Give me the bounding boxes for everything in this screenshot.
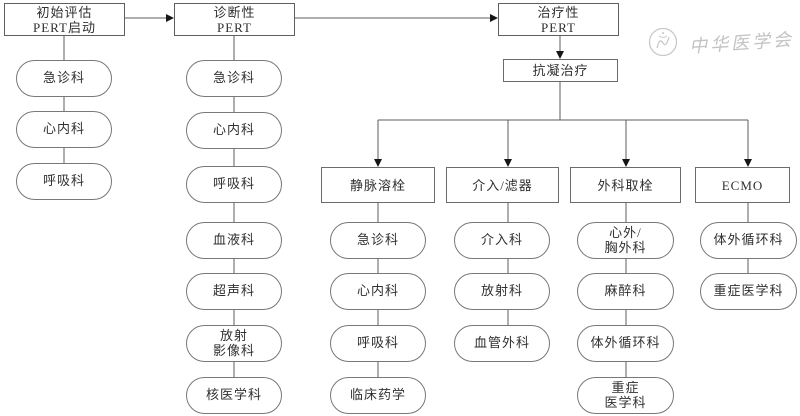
- dept-intervention-1-label: 放射科: [480, 283, 523, 299]
- stage-box-initial-label: 初始评估 PERT启动: [32, 4, 96, 35]
- dept-thrombolysis-0-label: 急诊科: [356, 232, 399, 248]
- dept-surgical-0: 心外/ 胸外科: [577, 222, 674, 259]
- dept-ecmo-0-label: 体外循环科: [713, 232, 784, 248]
- arrowhead-ecmo: [744, 159, 752, 167]
- treatment-box-ecmo: ECMO: [695, 167, 790, 203]
- treatment-thrombolysis-label: 静脉溶栓: [349, 177, 406, 193]
- dept-ecmo-1: 重症医学科: [700, 273, 797, 310]
- dept-ecmo-1-label: 重症医学科: [713, 283, 784, 299]
- dept-diagnostic-2-label: 呼吸科: [212, 176, 255, 192]
- dept-initial-2-label: 呼吸科: [42, 173, 85, 189]
- dept-surgical-2: 体外循环科: [577, 325, 674, 362]
- dept-thrombolysis-1: 心内科: [330, 273, 426, 310]
- dept-surgical-3-label: 重症 医学科: [604, 380, 647, 410]
- dept-diagnostic-6-label: 核医学科: [205, 387, 262, 403]
- arrowhead-therapeutic-to-anticoag: [556, 51, 564, 59]
- dept-diagnostic-3-label: 血液科: [212, 232, 255, 248]
- dept-surgical-1: 麻醉科: [577, 273, 674, 310]
- dept-surgical-2-label: 体外循环科: [590, 335, 661, 351]
- dept-thrombolysis-3-label: 临床药学: [349, 387, 406, 403]
- dept-intervention-2: 血管外科: [454, 325, 550, 362]
- anticoagulation-box: 抗凝治疗: [503, 59, 618, 82]
- anticoagulation-label: 抗凝治疗: [532, 63, 589, 78]
- dept-thrombolysis-1-label: 心内科: [356, 283, 399, 299]
- dept-initial-1-label: 心内科: [42, 121, 85, 137]
- arrowhead-surgical: [622, 159, 630, 167]
- dept-initial-0: 急诊科: [16, 60, 112, 97]
- treatment-ecmo-label: ECMO: [721, 177, 764, 193]
- stage-box-diagnostic: 诊断性 PERT: [174, 3, 295, 36]
- dept-initial-2: 呼吸科: [16, 163, 112, 200]
- dept-diagnostic-1: 心内科: [186, 112, 282, 149]
- dept-diagnostic-0-label: 急诊科: [212, 70, 255, 86]
- dept-diagnostic-1-label: 心内科: [212, 122, 255, 138]
- dept-diagnostic-4: 超声科: [186, 273, 282, 310]
- dept-thrombolysis-3: 临床药学: [330, 377, 426, 414]
- stage-box-diagnostic-label: 诊断性 PERT: [213, 4, 256, 35]
- dept-intervention-2-label: 血管外科: [473, 335, 530, 351]
- dept-diagnostic-0: 急诊科: [186, 60, 282, 97]
- treatment-box-surgical: 外科取栓: [570, 167, 681, 203]
- stage-box-therapeutic-label: 治疗性 PERT: [537, 4, 580, 35]
- dept-diagnostic-4-label: 超声科: [212, 283, 255, 299]
- stage-box-initial: 初始评估 PERT启动: [4, 3, 125, 36]
- arrowhead-initial-to-diagnostic: [166, 14, 174, 22]
- dept-thrombolysis-2: 呼吸科: [330, 325, 426, 362]
- arrowhead-diagnostic-to-therapeutic: [490, 14, 498, 22]
- dept-initial-0-label: 急诊科: [42, 70, 85, 86]
- dept-diagnostic-3: 血液科: [186, 222, 282, 259]
- stage-box-therapeutic: 治疗性 PERT: [498, 3, 619, 36]
- dept-intervention-1: 放射科: [454, 273, 550, 310]
- dept-diagnostic-5: 放射 影像科: [186, 325, 282, 362]
- dept-surgical-0-label: 心外/ 胸外科: [604, 225, 647, 255]
- arrowhead-thrombolysis: [374, 159, 382, 167]
- arrowhead-intervention: [504, 159, 512, 167]
- dept-intervention-0: 介入科: [454, 222, 550, 259]
- dept-thrombolysis-2-label: 呼吸科: [356, 335, 399, 351]
- dept-initial-1: 心内科: [16, 111, 112, 148]
- dept-diagnostic-2: 呼吸科: [186, 166, 282, 203]
- dept-ecmo-0: 体外循环科: [700, 222, 797, 259]
- dept-surgical-3: 重症 医学科: [577, 377, 674, 414]
- treatment-intervention-label: 介入/滤器: [472, 177, 533, 193]
- treatment-box-thrombolysis: 静脉溶栓: [321, 167, 435, 203]
- dept-intervention-0-label: 介入科: [480, 232, 523, 248]
- treatment-surgical-label: 外科取栓: [597, 177, 654, 193]
- treatment-box-intervention: 介入/滤器: [446, 167, 559, 203]
- dept-thrombolysis-0: 急诊科: [330, 222, 426, 259]
- dept-surgical-1-label: 麻醉科: [604, 283, 647, 299]
- dept-diagnostic-5-label: 放射 影像科: [212, 328, 255, 358]
- dept-diagnostic-6: 核医学科: [186, 377, 282, 414]
